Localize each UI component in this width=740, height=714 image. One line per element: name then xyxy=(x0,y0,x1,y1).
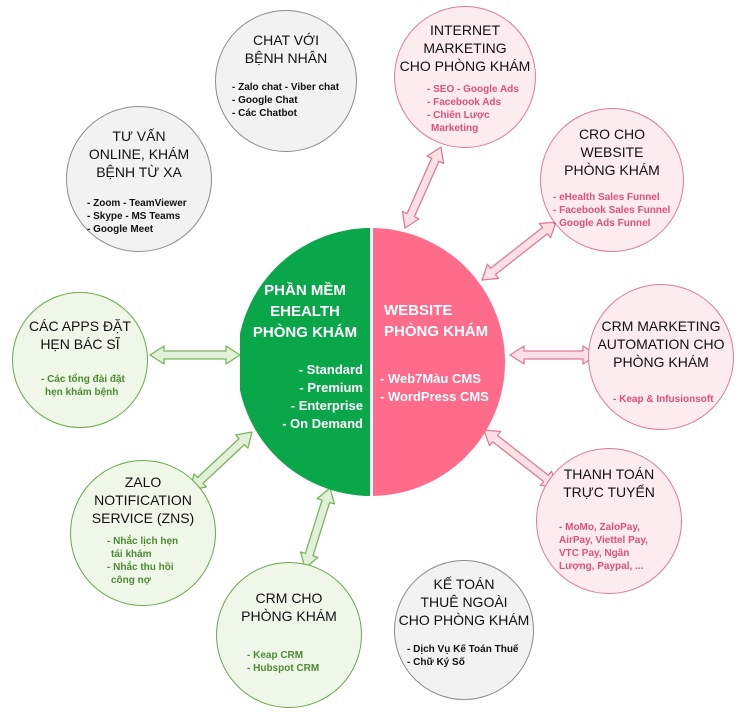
list-item: tái khám xyxy=(111,549,152,560)
node-online-payment: THANH TOÁN TRỰC TUYẾN - MoMo, ZaloPay, A… xyxy=(536,448,682,594)
node-chat-with-patients: CHAT VỚI BỆNH NHÂN - Zalo chat - Viber c… xyxy=(215,10,357,152)
node-title: CHAT VỚI BỆNH NHÂN xyxy=(244,32,328,66)
node-title: CRM CHO PHÒNG KHÁM xyxy=(241,590,337,624)
list-item: - MoMo, ZaloPay, xyxy=(559,522,640,533)
list-item: - Skype - MS Teams xyxy=(87,211,181,222)
node-internet-marketing: INTERNET MARKETING CHO PHÒNG KHÁM - SEO … xyxy=(394,6,536,148)
center-left-title: PHẦN MỀM EHEALTH PHÒNG KHÁM xyxy=(252,282,358,341)
center-right-text: WEBSITE PHÒNG KHÁM - Web7Màu CMS - WordP… xyxy=(374,300,510,406)
node-items: - Keap CRM - Hubspot CRM xyxy=(247,649,319,675)
list-item: Lượng, Paypal, ... xyxy=(559,561,644,572)
list-item: - Hubspot CRM xyxy=(247,663,320,674)
list-item: - Standard xyxy=(298,362,363,377)
node-title: KẾ TOÁN THUÊ NGOÀI CHO PHÒNG KHÁM xyxy=(398,576,530,628)
node-title: ZALO NOTIFICATION SERVICE (ZNS) xyxy=(91,474,195,526)
list-item: - Chiến Lược xyxy=(427,110,490,121)
node-title: THANH TOÁN TRỰC TUYẾN xyxy=(563,466,655,500)
list-item: - Dịch Vụ Kế Toán Thuế xyxy=(407,644,519,655)
node-title: CRO CHO WEBSITE PHÒNG KHÁM xyxy=(564,126,660,178)
node-items: - Zoom - TeamViewer - Skype - MS Teams -… xyxy=(87,197,187,236)
arrow-zalo xyxy=(189,431,253,491)
list-item: - On Demand xyxy=(282,416,363,431)
list-item: hẹn khám bệnh xyxy=(45,387,119,398)
node-online-consulting: TƯ VẤN ONLINE, KHÁM BỆNH TỪ XA - Zoom - … xyxy=(66,106,212,252)
center-right-title: WEBSITE PHÒNG KHÁM xyxy=(384,302,489,340)
list-item: - Google Meet xyxy=(87,224,154,235)
list-item: Marketing xyxy=(431,123,479,134)
list-item: - Nhắc lịch hẹn xyxy=(107,536,179,547)
node-items: - Các tổng đài đặt hẹn khám bệnh xyxy=(41,373,125,399)
list-item: - Google Chat xyxy=(232,95,298,106)
node-title: TƯ VẤN ONLINE, KHÁM BỆNH TỪ XA xyxy=(88,128,190,180)
list-item: - Keap CRM xyxy=(247,650,304,661)
node-items: - Zalo chat - Viber chat - Google Chat -… xyxy=(232,81,339,120)
center-right-half xyxy=(373,228,505,496)
node-items: - eHealth Sales Funnel - Facebook Sales … xyxy=(553,191,670,230)
list-item: - Các Chatbot xyxy=(232,108,297,119)
list-item: - Web7Màu CMS xyxy=(380,371,481,386)
list-item: - Facebook Sales Funnel xyxy=(553,205,671,216)
list-item: - Facebook Ads xyxy=(427,97,502,108)
node-doctor-booking-apps: CÁC APPS ĐẶT HẸN BÁC SĨ - Các tổng đài đ… xyxy=(12,292,148,428)
node-crm-marketing-automation: CRM MARKETING AUTOMATION CHO PHÒNG KHÁM … xyxy=(588,284,734,430)
list-item: - eHealth Sales Funnel xyxy=(553,192,660,203)
list-item: - Zoom - TeamViewer xyxy=(87,198,187,209)
list-item: - WordPress CMS xyxy=(380,389,489,404)
node-website-cro: CRO CHO WEBSITE PHÒNG KHÁM - eHealth Sal… xyxy=(540,108,684,252)
node-items: - MoMo, ZaloPay, AirPay, Viettel Pay, VT… xyxy=(559,521,648,573)
list-item: - Enterprise xyxy=(290,398,363,413)
node-items: - Keap & Infusionsoft xyxy=(613,393,714,406)
list-item: - Các tổng đài đặt xyxy=(41,374,125,385)
node-items: - Dịch Vụ Kế Toán Thuế - Chữ Ký Số xyxy=(407,643,518,669)
list-item: AirPay, Viettel Pay, xyxy=(559,535,648,546)
node-items: - SEO - Google Ads - Facebook Ads - Chiế… xyxy=(427,83,519,135)
list-item: - Chữ Ký Số xyxy=(407,657,465,668)
center-left-list: - Standard - Premium - Enterprise - On D… xyxy=(238,361,372,433)
center-left-half xyxy=(240,228,370,496)
center-right-list: - Web7Màu CMS - WordPress CMS xyxy=(374,370,510,406)
list-item: VTC Pay, Ngân xyxy=(559,548,630,559)
node-clinic-crm: CRM CHO PHÒNG KHÁM - Keap CRM - Hubspot … xyxy=(216,562,362,708)
node-title: CÁC APPS ĐẶT HẸN BÁC SĨ xyxy=(29,318,131,352)
node-title: CRM MARKETING AUTOMATION CHO PHÒNG KHÁM xyxy=(597,318,725,370)
node-items: - Nhắc lịch hẹn tái khám - Nhắc thu hồi … xyxy=(107,535,178,587)
node-outsourced-accounting: KẾ TOÁN THUÊ NGOÀI CHO PHÒNG KHÁM - Dịch… xyxy=(394,560,534,700)
list-item: công nợ xyxy=(111,575,151,586)
arrow-cro xyxy=(481,221,557,281)
center-left-text: PHẦN MỀM EHEALTH PHÒNG KHÁM - Standard -… xyxy=(238,280,372,433)
list-item: - SEO - Google Ads xyxy=(427,84,519,95)
node-title: INTERNET MARKETING CHO PHÒNG KHÁM xyxy=(399,22,531,74)
arrow-internet xyxy=(401,146,445,229)
node-zalo-notification-service: ZALO NOTIFICATION SERVICE (ZNS) - Nhắc l… xyxy=(70,460,216,606)
list-item: - Premium xyxy=(299,380,363,395)
list-item: - Nhắc thu hồi xyxy=(107,562,174,573)
list-item: - Keap & Infusionsoft xyxy=(613,394,714,405)
list-item: - Zalo chat - Viber chat xyxy=(232,82,340,93)
list-item: - Google Ads Funnel xyxy=(553,218,651,229)
